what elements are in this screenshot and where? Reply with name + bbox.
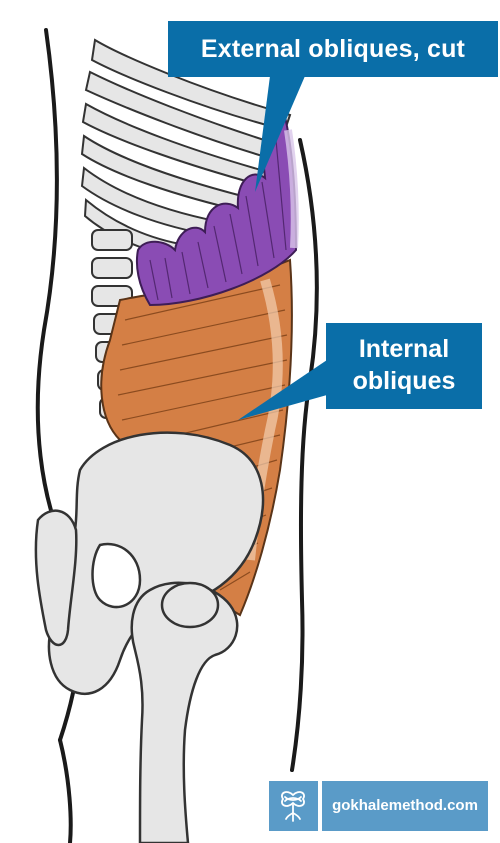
knot-tree-logo-icon [269, 781, 318, 831]
brand-url[interactable]: gokhalemethod.com [322, 781, 488, 831]
external-obliques-label: External obliques, cut [168, 21, 498, 77]
external-obliques-pointer [255, 76, 305, 192]
thigh-outline [58, 738, 73, 843]
internal-obliques-label: Internal obliques [326, 323, 482, 409]
internal-obliques-label-line1: Internal [358, 335, 450, 363]
femur [130, 581, 239, 843]
pelvis [34, 431, 265, 695]
callout-arrows [238, 76, 327, 420]
brand-footer[interactable]: gokhalemethod.com [269, 781, 488, 831]
internal-obliques-label-line2: obliques [352, 367, 456, 395]
internal-obliques-pointer [238, 360, 327, 420]
